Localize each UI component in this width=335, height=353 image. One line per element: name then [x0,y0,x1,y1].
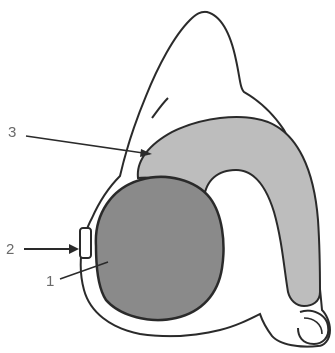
structure-2-appendage [80,228,91,258]
callout-3-label: 3 [8,124,16,141]
structure-1-body [96,177,224,320]
callout-2-arrowhead [69,244,79,254]
callout-1-label: 1 [46,273,54,290]
callout-2-label: 2 [6,241,14,258]
